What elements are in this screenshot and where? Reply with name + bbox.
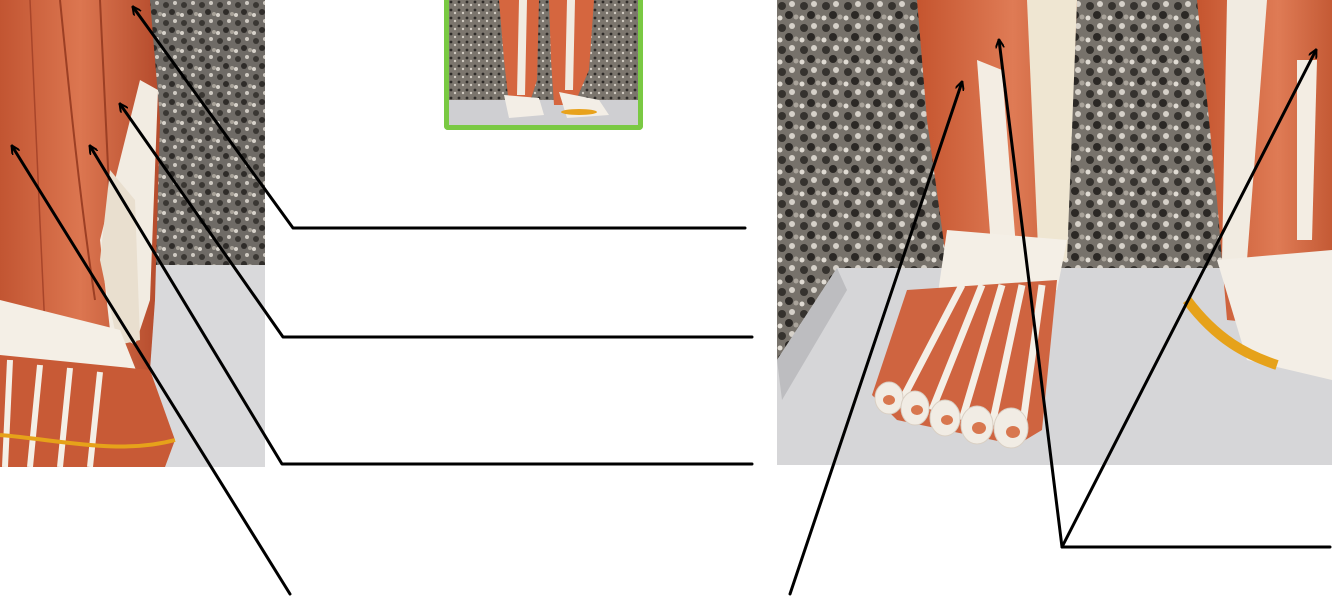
leader-line-1 — [133, 7, 745, 228]
leader-line-3 — [90, 146, 752, 464]
leader-line-4 — [12, 146, 290, 594]
leader-line-7 — [1062, 50, 1316, 547]
leader-line-2 — [120, 104, 752, 337]
leader-line-6 — [999, 40, 1330, 547]
leader-line-5 — [790, 82, 962, 594]
